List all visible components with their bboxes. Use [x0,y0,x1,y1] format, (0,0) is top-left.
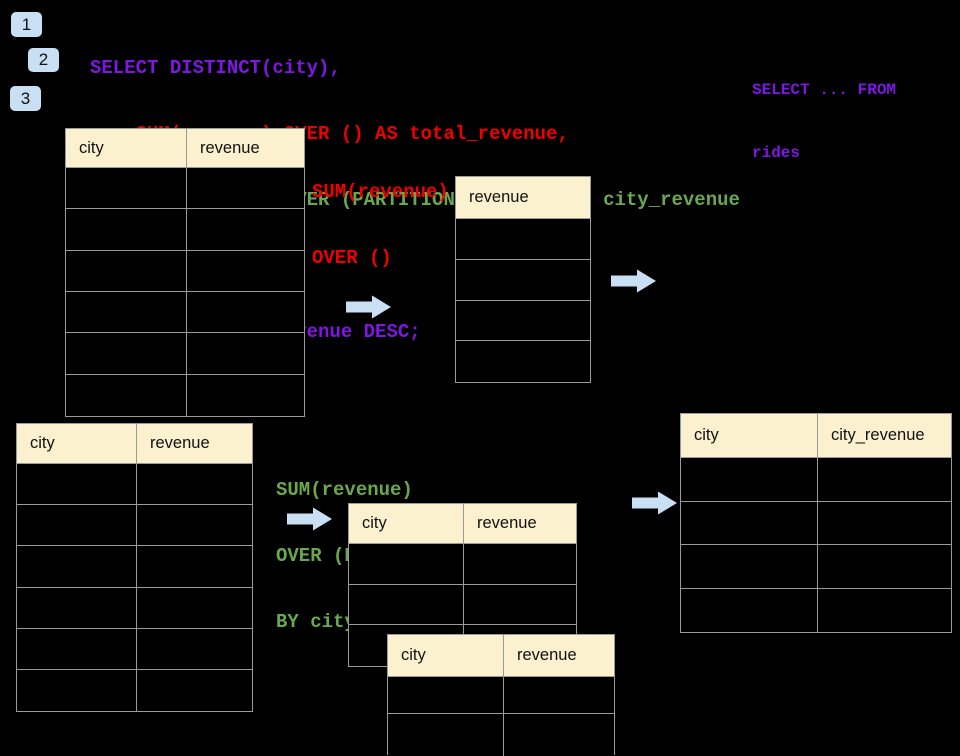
column-header-revenue: revenue [137,424,252,464]
table-cell-empty [66,291,187,334]
table-cell-empty [504,677,614,714]
table-cell-empty [187,209,304,251]
column-header-city: city [17,424,137,464]
table-cell-empty [137,464,252,506]
table-cell-empty [464,544,576,585]
table-total-revenue: revenue [455,176,591,383]
table-cell-empty [349,584,464,626]
table-cell-empty [66,374,187,416]
table-cell-empty [17,464,137,506]
step-badge-2: 2 [28,48,59,72]
table-cell-empty [137,669,252,711]
corner-note-line1: SELECT ... FROM [752,81,897,99]
table-cell-empty [66,209,187,251]
column-header-city-revenue: city_revenue [818,414,951,458]
column-header-city: city [66,129,187,168]
table-rides-bottom: city revenue [16,423,253,712]
table-cell-empty [137,546,252,588]
table-cell-empty [681,588,818,632]
table-rides-top: city revenue [65,128,305,417]
annotation-window-total: SUM(revenue) OVER () [312,137,449,291]
corner-note: SELECT ... FROM rides [752,38,896,185]
table-cell-empty [456,341,590,382]
table-cell-empty [818,545,951,589]
column-header-revenue: revenue [187,129,304,168]
table-cell-empty [17,505,137,547]
table-cell-empty [818,588,951,632]
table-cell-empty [464,584,576,626]
annotation-window-partition-line1: SUM(revenue) [276,479,413,501]
table-cell-empty [17,587,137,629]
table-cell-empty [137,505,252,547]
table-cell-empty [187,374,304,416]
column-header-city: city [349,504,464,544]
step-badge-1: 1 [11,12,42,37]
right-arrow-icon [611,269,656,293]
table-cell-empty [456,219,590,260]
table-cell-empty [17,669,137,711]
table-cell-empty [187,168,304,210]
column-header-city: city [388,635,504,677]
table-cell-empty [187,250,304,292]
annotation-window-total-line1: SUM(revenue) [312,181,449,203]
annotation-window-total-line2: OVER () [312,247,392,269]
right-arrow-icon [632,491,677,515]
table-cell-empty [17,628,137,670]
table-cell-empty [681,458,818,502]
table-cell-empty [681,501,818,545]
table-cell-empty [456,300,590,342]
table-cell-empty [137,587,252,629]
table-cell-empty [66,333,187,375]
table-city-revenue-result: city city_revenue [680,413,952,633]
table-cell-empty [388,714,504,756]
table-partition-overlay: city revenue [387,634,615,756]
table-cell-empty [818,458,951,502]
table-cell-empty [349,544,464,585]
table-cell-empty [388,677,504,714]
column-header-revenue: revenue [456,177,590,219]
column-header-revenue: revenue [504,635,614,677]
right-arrow-icon [287,507,332,531]
table-cell-empty [818,501,951,545]
table-cell-empty [17,546,137,588]
table-cell-empty [681,545,818,589]
column-header-city: city [681,414,818,458]
right-arrow-icon [346,295,391,319]
table-cell-empty [66,250,187,292]
step-badge-3: 3 [10,86,41,111]
table-cell-empty [137,628,252,670]
table-cell-empty [66,168,187,210]
corner-note-line2: rides [752,144,801,162]
table-cell-empty [187,333,304,375]
table-cell-empty [187,291,304,334]
sql-line-select: SELECT DISTINCT(city), [90,57,341,79]
table-cell-empty [504,714,614,756]
table-cell-empty [456,259,590,301]
column-header-revenue: revenue [464,504,576,544]
